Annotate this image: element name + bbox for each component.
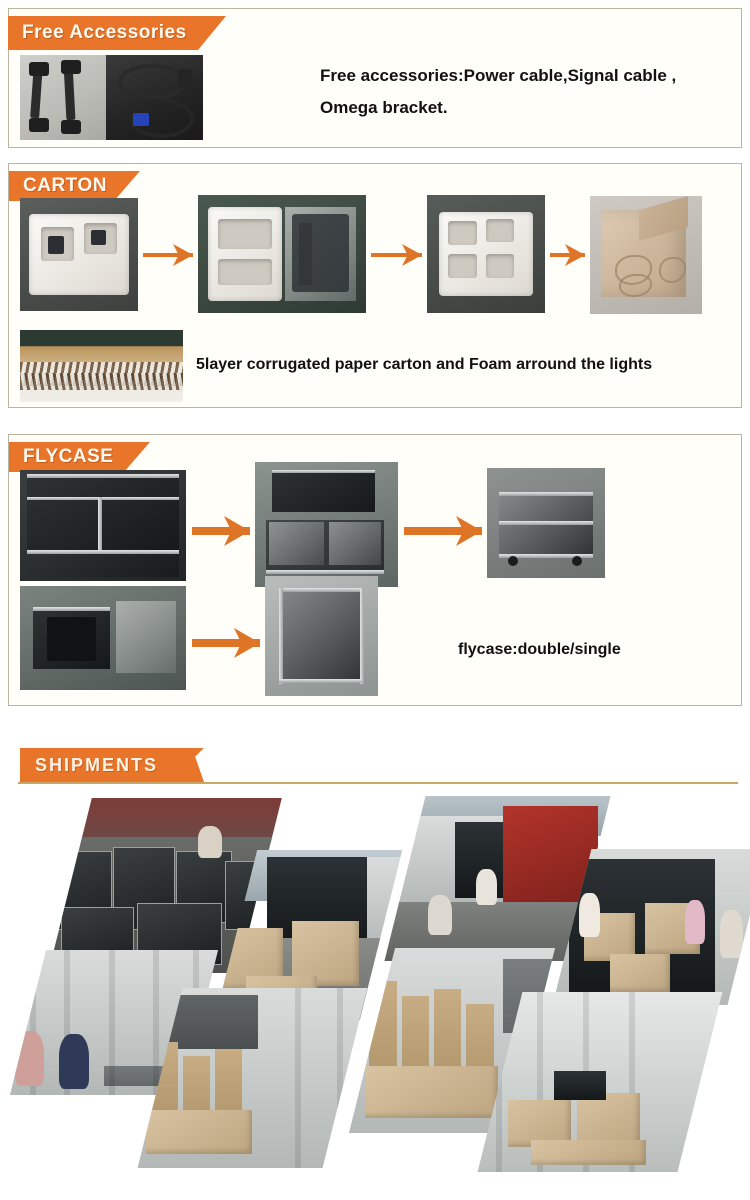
flycase-banner-label: FLYCASE — [23, 446, 114, 467]
flycase-photo-3 — [487, 468, 605, 578]
free-accessories-line-1: Free accessories:Power cable,Signal cabl… — [320, 66, 677, 85]
flycase-photo-2 — [255, 462, 398, 587]
shipments-divider-rule — [18, 782, 738, 784]
flycase-caption: flycase:double/single — [458, 641, 621, 658]
carton-caption: 5layer corrugated paper carton and Foam … — [196, 356, 653, 373]
accessories-photo — [20, 55, 203, 140]
corrugated-edge-detail-photo — [20, 330, 183, 402]
shipments-banner: SHIPMENTS — [20, 748, 170, 782]
carton-step-photo-4 — [590, 196, 702, 314]
flycase-banner: FLYCASE — [9, 442, 150, 472]
omega-bracket-photo-half — [20, 55, 106, 140]
flycase-photo-4 — [20, 586, 186, 690]
carton-step-photo-1 — [20, 198, 138, 311]
carton-banner: CARTON — [9, 171, 140, 201]
free-accessories-banner: Free Accessories — [8, 16, 226, 50]
shipments-banner-label: SHIPMENTS — [35, 754, 159, 775]
flycase-photo-5 — [265, 576, 378, 696]
flycase-photo-1 — [20, 470, 186, 581]
carton-step-photo-2 — [198, 195, 366, 313]
shipments-banner-notch — [170, 748, 204, 758]
carton-step-photo-3 — [427, 195, 545, 313]
free-accessories-banner-label: Free Accessories — [22, 22, 187, 43]
free-accessories-description: Free accessories:Power cable,Signal cabl… — [320, 60, 740, 125]
shipments-header: SHIPMENTS — [0, 748, 750, 788]
free-accessories-line-2: Omega bracket. — [320, 98, 448, 118]
cables-photo-half — [106, 55, 203, 140]
carton-banner-label: CARTON — [23, 175, 107, 196]
shipments-collage — [0, 790, 750, 1190]
